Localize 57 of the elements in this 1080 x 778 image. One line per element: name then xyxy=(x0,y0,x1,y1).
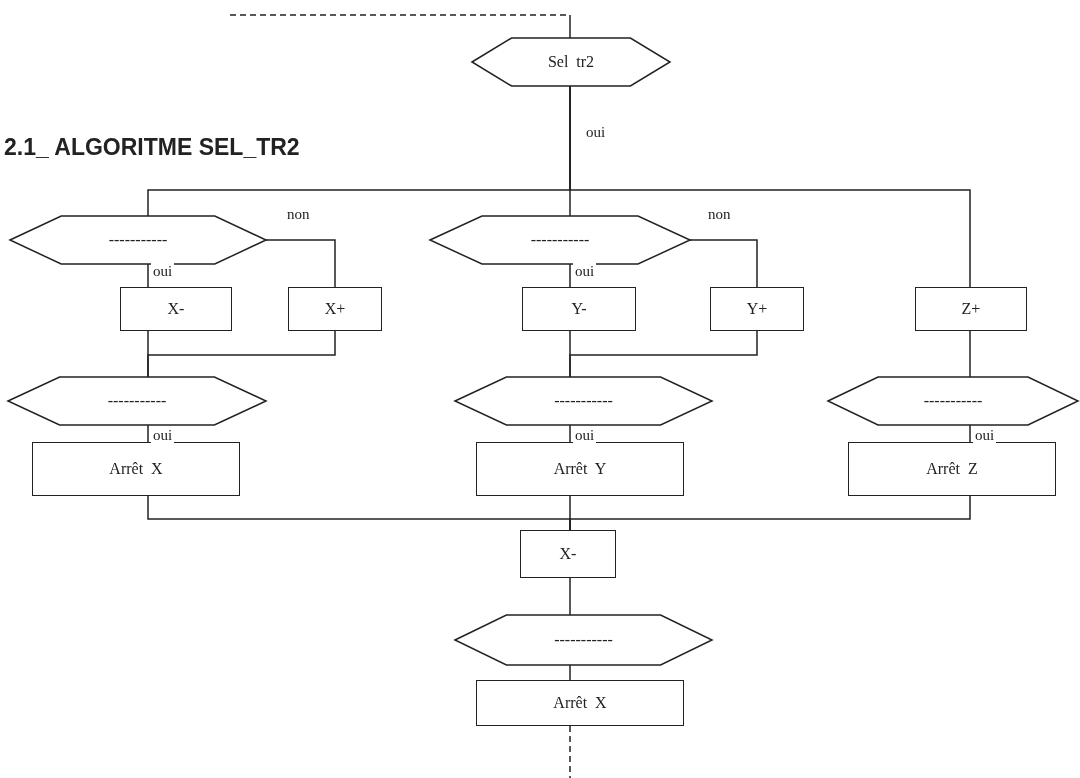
node-label: Arrêt X xyxy=(109,460,163,478)
title: 2.1_ ALGORITME SEL_TR2 xyxy=(4,134,300,161)
node-label: ----------- xyxy=(108,231,168,249)
node-label: Arrêt Z xyxy=(926,460,978,478)
process-box xyxy=(522,287,636,331)
connector-line xyxy=(569,263,571,288)
connector-line xyxy=(569,424,571,443)
decision-hexagon xyxy=(8,377,266,425)
node-label: Y- xyxy=(571,300,587,318)
connector-line xyxy=(969,424,971,443)
edge-label: oui xyxy=(151,427,175,443)
connector-line xyxy=(689,239,758,288)
process-box xyxy=(476,442,684,496)
node-label: ----------- xyxy=(554,392,613,410)
node-label: Arrêt Y xyxy=(553,460,607,478)
connector-line xyxy=(569,14,571,39)
edge-label: oui xyxy=(573,263,597,279)
edge-label: oui xyxy=(584,124,608,140)
process-box xyxy=(288,287,382,331)
connector-line xyxy=(569,495,971,531)
process-box xyxy=(710,287,804,331)
connector-line xyxy=(147,263,149,288)
decision-hexagon xyxy=(828,377,1078,425)
node-label: Z+ xyxy=(961,300,981,318)
edge-label: oui xyxy=(973,427,997,443)
process-box xyxy=(120,287,232,331)
node-label: X+ xyxy=(324,300,346,318)
decision-hexagon xyxy=(455,615,712,665)
connector-line xyxy=(147,424,149,443)
connector-line xyxy=(569,85,971,288)
connector-line xyxy=(569,330,758,378)
process-box xyxy=(848,442,1056,496)
decision-hexagon xyxy=(10,216,266,264)
connector-line xyxy=(569,664,571,681)
process-box xyxy=(520,530,616,578)
decision-hexagon xyxy=(472,38,670,86)
process-box xyxy=(476,680,684,726)
decision-hexagon xyxy=(430,216,690,264)
node-label: X- xyxy=(559,545,577,563)
connector-line xyxy=(969,330,971,378)
edge-label: oui xyxy=(573,427,597,443)
node-label: ----------- xyxy=(530,231,590,249)
node-label: Sel tr2 xyxy=(547,53,595,71)
connector-line xyxy=(569,577,571,616)
node-label: ----------- xyxy=(923,392,983,410)
node-label: X- xyxy=(167,300,185,318)
edge-label: oui xyxy=(151,263,175,279)
connector-line xyxy=(265,239,336,288)
node-label: Y+ xyxy=(746,300,768,318)
node-label: Arrêt X xyxy=(553,694,607,712)
connector-line xyxy=(569,725,571,778)
node-label: ----------- xyxy=(554,631,613,649)
decision-hexagon xyxy=(455,377,712,425)
connector-line xyxy=(147,330,336,378)
process-box xyxy=(915,287,1027,331)
process-box xyxy=(32,442,240,496)
node-label: ----------- xyxy=(107,392,167,410)
